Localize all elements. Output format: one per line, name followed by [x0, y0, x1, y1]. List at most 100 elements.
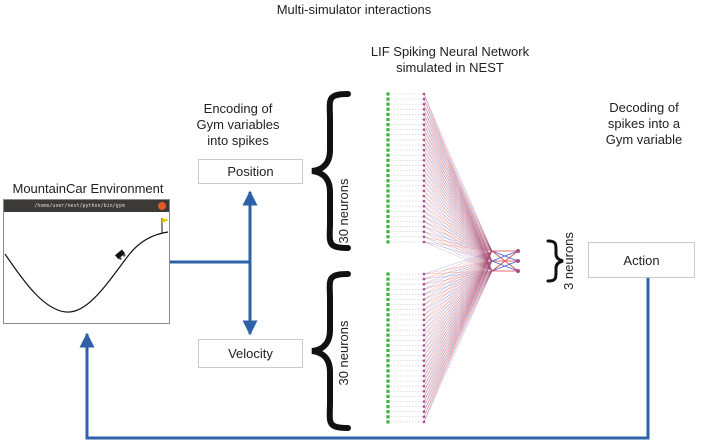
position-label: Position	[227, 164, 274, 179]
output-synapse	[491, 250, 519, 262]
hidden-synapse	[423, 155, 493, 252]
hidden-synapse	[423, 250, 493, 371]
hidden-synapse	[423, 150, 493, 252]
input-neuron	[386, 189, 390, 193]
output-synapse	[491, 260, 519, 272]
hidden-neuron	[422, 97, 426, 101]
input-neuron	[386, 230, 390, 234]
input-neuron	[386, 333, 390, 337]
input-neuron	[386, 123, 390, 127]
curly-brace-icon	[311, 91, 351, 251]
hidden-synapse	[423, 211, 493, 252]
hidden-synapse	[423, 250, 493, 392]
hidden-neuron	[422, 369, 426, 373]
action-box: Action	[588, 242, 695, 278]
hidden-synapse	[423, 129, 493, 252]
input-neuron	[386, 219, 390, 224]
input-neuron	[386, 225, 390, 229]
input-neuron	[386, 204, 390, 208]
action-label: Action	[623, 252, 660, 268]
hidden-synapse	[423, 250, 493, 351]
hidden-neuron	[422, 113, 426, 116]
hidden-neuron	[422, 328, 426, 332]
hidden-neuron	[422, 240, 426, 244]
hidden-neuron	[422, 344, 426, 347]
hidden-synapse	[423, 250, 493, 275]
input-neuron	[386, 107, 390, 111]
input-neuron	[386, 143, 390, 147]
hidden-neuron	[422, 118, 426, 121]
input-neuron	[386, 158, 390, 162]
hidden-neuron	[422, 374, 426, 378]
hidden-synapse	[423, 231, 493, 252]
hidden-neuron	[422, 220, 426, 223]
window-title: /home/user/nest/python/bin/gym	[34, 203, 125, 209]
hidden-neuron	[422, 164, 426, 167]
hidden-synapse	[423, 250, 493, 295]
input-neuron	[386, 394, 390, 398]
input-neuron	[386, 168, 390, 173]
hidden-neuron	[422, 339, 426, 342]
hidden-synapse	[423, 250, 493, 361]
output-neuron	[516, 269, 520, 273]
hidden-neuron	[422, 194, 426, 198]
hidden-neuron	[422, 92, 426, 96]
env-label: MountainCar Environment	[12, 181, 164, 196]
input-neuron	[386, 369, 390, 373]
hidden-synapse	[423, 250, 493, 422]
decoding-label: Decoding of spikes into a Gym variable	[605, 100, 683, 147]
hidden-neuron	[422, 390, 426, 393]
close-icon[interactable]	[158, 202, 166, 210]
hidden-neuron	[422, 159, 426, 162]
input-neuron	[386, 399, 390, 404]
hidden-neuron	[422, 303, 426, 306]
hidden-synapse	[423, 250, 493, 285]
output-synapse	[491, 250, 519, 272]
hidden-neuron	[422, 277, 426, 281]
input-neuron	[386, 163, 390, 167]
neurons-output-label: 3 neurons	[561, 232, 576, 290]
hidden-neuron	[422, 323, 426, 327]
hidden-synapse	[423, 114, 493, 252]
input-neuron	[386, 194, 390, 198]
encoding-label: Encoding of Gym variables into spikes	[196, 101, 280, 148]
velocity-box: Velocity	[198, 339, 303, 368]
hidden-synapse	[423, 250, 493, 300]
hidden-neuron	[422, 420, 426, 424]
hidden-synapse	[423, 236, 493, 252]
hidden-synapse	[423, 241, 493, 262]
hidden-neuron	[422, 189, 426, 193]
hidden-synapse	[423, 226, 493, 252]
hidden-synapse	[423, 206, 493, 252]
hidden-synapse	[423, 200, 493, 252]
hidden-synapse	[423, 109, 493, 252]
input-neuron	[386, 179, 390, 183]
neuron-layers	[386, 92, 520, 424]
hidden-synapse	[423, 250, 493, 366]
input-neuron	[386, 405, 390, 409]
input-neuron	[386, 282, 390, 286]
hidden-synapse	[423, 260, 493, 417]
input-neuron	[386, 308, 390, 312]
hidden-synapse	[423, 185, 493, 252]
input-neuron	[386, 379, 390, 383]
input-neuron	[386, 153, 390, 157]
hidden-synapse	[423, 250, 493, 402]
input-neuron	[386, 359, 390, 363]
hidden-synapse	[423, 250, 493, 417]
input-neuron	[386, 297, 390, 302]
car-icon	[115, 249, 126, 260]
input-neuron	[386, 343, 390, 347]
input-neuron	[386, 313, 390, 317]
hidden-synapse	[423, 250, 493, 387]
input-neuron	[386, 112, 390, 116]
hidden-neuron	[422, 230, 426, 233]
mountain-curve	[4, 231, 169, 313]
hidden-synapse	[423, 250, 493, 290]
hidden-synapse	[423, 93, 493, 252]
hidden-synapse	[423, 250, 493, 331]
hidden-synapse	[423, 175, 493, 252]
hidden-synapse	[423, 139, 493, 252]
hidden-synapse	[423, 250, 493, 412]
input-neuron	[386, 354, 390, 358]
